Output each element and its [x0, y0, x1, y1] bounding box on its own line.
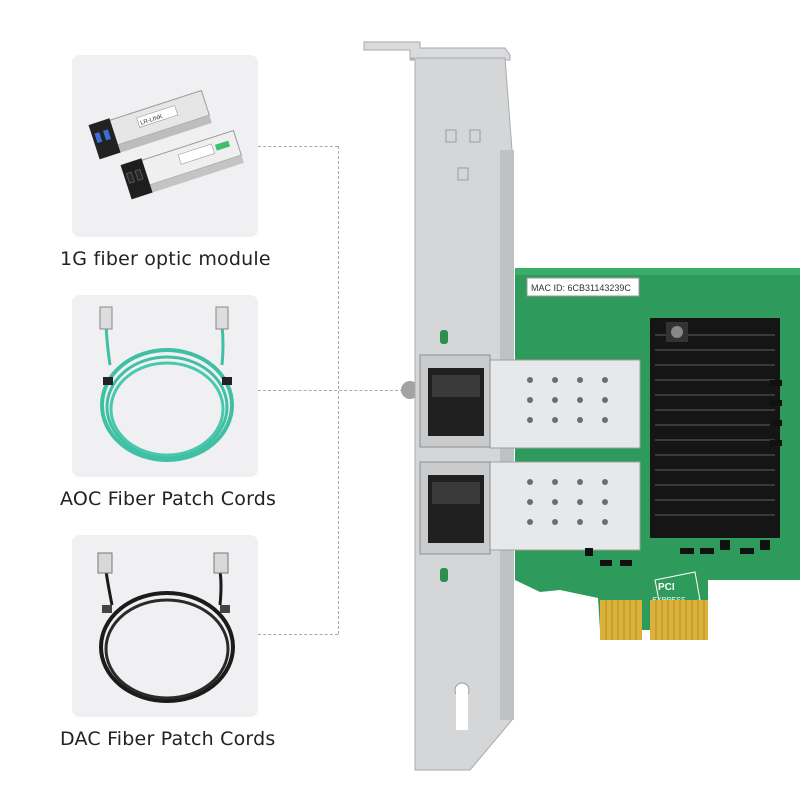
sfp-port-bottom — [419, 461, 491, 555]
aoc-panel — [72, 295, 258, 477]
sfp-cage-top — [489, 359, 641, 449]
sfp-module-image: LR-LINK — [88, 89, 244, 200]
aoc-cable-image — [99, 306, 234, 462]
pci-logo-bottom: EXPRESS — [652, 597, 685, 604]
connector-line-top — [258, 146, 338, 147]
dac-cable-image — [97, 552, 235, 703]
pcie-gold-contacts — [600, 600, 708, 640]
aoc-caption: AOC Fiber Patch Cords — [60, 488, 277, 510]
connector-line-middle — [258, 390, 403, 391]
connector-dot — [401, 381, 419, 399]
sfp-cage-bottom — [489, 461, 641, 551]
connector-line-bottom — [258, 634, 338, 635]
sfp-port-top — [419, 354, 491, 448]
module-caption: 1G fiber optic module — [60, 248, 271, 270]
connector-line-vertical — [338, 146, 339, 634]
heatsink — [650, 318, 780, 538]
dac-panel — [72, 535, 258, 717]
pci-logo-top: PCI — [658, 582, 675, 593]
module-panel: LR-LINK — [72, 55, 258, 237]
dac-caption: DAC Fiber Patch Cords — [60, 728, 276, 750]
pci-express-logo: PCI EXPRESS — [652, 571, 701, 607]
mac-label: MAC ID: 6CB31143239C — [531, 283, 631, 293]
